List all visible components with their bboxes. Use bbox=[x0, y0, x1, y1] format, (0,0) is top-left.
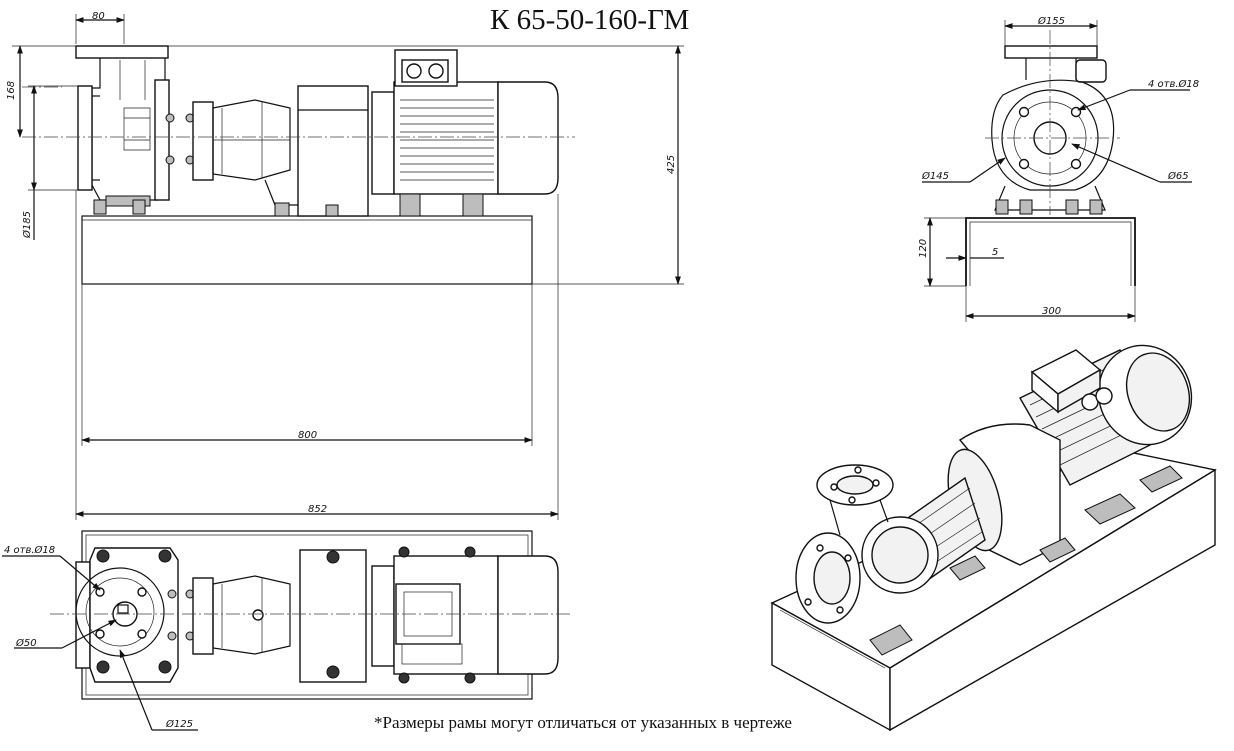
top-view: 4 отв.Ø18 Ø50 Ø125 bbox=[2, 530, 570, 731]
dim-total-length: 852 bbox=[308, 504, 327, 515]
side-view: Ø155 4 отв.Ø18 Ø145 Ø65 120 5 300 bbox=[918, 15, 1199, 322]
dim-bolt-circle: Ø145 bbox=[921, 170, 949, 182]
dim-frame-width: 300 bbox=[1042, 306, 1061, 317]
base-frame bbox=[81, 215, 533, 285]
volute-outline bbox=[991, 79, 1115, 191]
top-bolt-holes-label: 4 отв.Ø18 bbox=[4, 544, 55, 556]
top-bolt-circle-label: Ø125 bbox=[165, 718, 193, 730]
dim-outlet-height: 168 bbox=[6, 81, 17, 100]
coupling-guard bbox=[297, 85, 369, 217]
bearing-bracket bbox=[192, 99, 300, 217]
drawing-title: К 65-50-160-ГМ bbox=[490, 4, 690, 36]
iso-outlet-flange bbox=[836, 475, 874, 495]
dim-bore-diameter: Ø65 bbox=[1167, 170, 1189, 182]
isometric-view bbox=[770, 344, 1217, 732]
electric-motor bbox=[371, 49, 559, 217]
dim-total-height: 425 bbox=[666, 155, 677, 174]
front-view: 80 168 Ø185 425 800 852 bbox=[6, 11, 684, 520]
dim-sheet-thickness: 5 bbox=[992, 247, 998, 258]
frame-size-note: *Размеры рамы могут отличаться от указан… bbox=[374, 713, 792, 732]
pump-volute bbox=[75, 45, 195, 215]
dim-flange-diameter: Ø155 bbox=[1037, 15, 1065, 27]
dim-frame-height: 120 bbox=[918, 239, 929, 258]
side-frame bbox=[965, 217, 1136, 286]
dim-flange-width: 80 bbox=[92, 11, 105, 22]
side-bolt-holes-label: 4 отв.Ø18 bbox=[1148, 78, 1199, 90]
dim-inlet-diameter: Ø185 bbox=[21, 211, 33, 239]
top-bore-diameter-label: Ø50 bbox=[15, 637, 37, 649]
dim-frame-length: 800 bbox=[298, 430, 317, 441]
